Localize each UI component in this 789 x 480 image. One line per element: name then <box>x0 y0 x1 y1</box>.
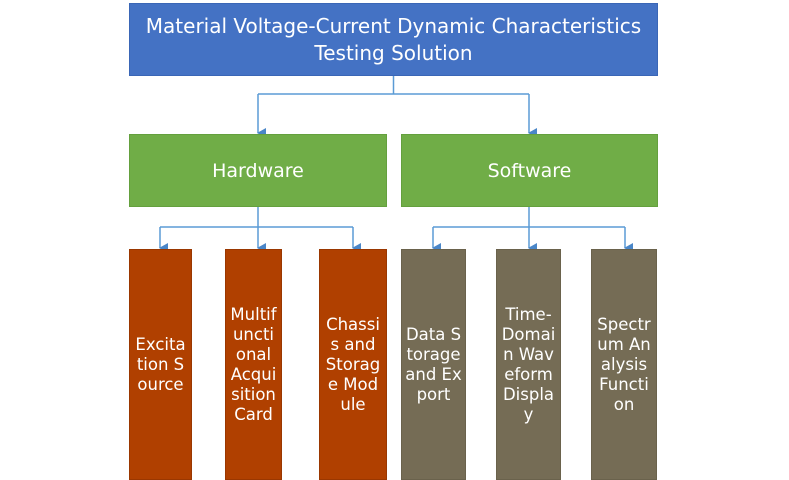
node-software-label: Software <box>487 159 572 182</box>
node-label: Spectrum Analysis Function <box>597 314 651 414</box>
node-data-storage-export: Data Storage and Export <box>401 249 466 480</box>
node-label: Data Storage and Export <box>405 324 462 404</box>
root-node-label: Material Voltage-Current Dynamic Charact… <box>145 13 642 65</box>
node-hardware: Hardware <box>129 134 387 207</box>
node-multifunctional-acquisition-card: Multifunctional Acquisition Card <box>225 249 282 480</box>
root-node-title: Material Voltage-Current Dynamic Charact… <box>129 3 658 76</box>
node-label: Time-Domain Waveform Display <box>501 304 556 424</box>
node-label: Excitation Source <box>135 334 186 394</box>
node-label: Chassis and Storage Module <box>325 314 381 414</box>
node-hardware-label: Hardware <box>212 159 304 182</box>
node-time-domain-waveform-display: Time-Domain Waveform Display <box>496 249 561 480</box>
node-excitation-source: Excitation Source <box>129 249 192 480</box>
node-chassis-storage-module: Chassis and Storage Module <box>319 249 387 480</box>
node-software: Software <box>401 134 658 207</box>
node-spectrum-analysis-function: Spectrum Analysis Function <box>591 249 657 480</box>
node-label: Multifunctional Acquisition Card <box>230 304 277 424</box>
